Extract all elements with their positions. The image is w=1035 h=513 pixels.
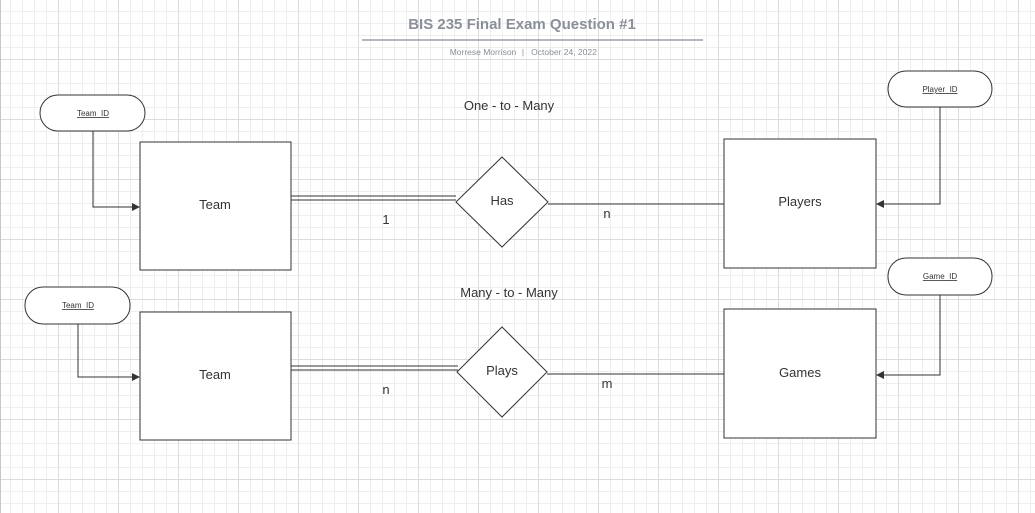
diagram-date: October 24, 2022	[531, 47, 597, 57]
one-to-many-label: One - to - Many	[464, 98, 555, 113]
plays-relationship[interactable]	[456, 326, 548, 418]
has-relationship[interactable]	[455, 156, 549, 248]
team-id-connector-top	[92, 131, 132, 208]
player-id-connector	[884, 107, 941, 205]
games-entity[interactable]	[723, 308, 877, 439]
arrow-head-icon	[132, 203, 140, 211]
team-entity-top[interactable]	[139, 141, 292, 271]
games-entity-label: Games	[779, 365, 821, 380]
arrow-head-icon	[876, 200, 884, 208]
cardinality-one: 1	[382, 212, 389, 227]
cardinality-m: m	[602, 376, 613, 391]
player-id-attribute-label: Player_ID	[922, 85, 957, 94]
team-entity-bottom[interactable]	[139, 311, 292, 441]
plays-relationship-label: Plays	[486, 363, 518, 378]
players-entity-label: Players	[778, 194, 822, 209]
game-id-connector	[884, 295, 941, 376]
has-relationship-label: Has	[490, 193, 514, 208]
subtitle-separator: |	[522, 47, 524, 57]
diagram-title: BIS 235 Final Exam Question #1	[408, 16, 636, 33]
arrow-head-icon	[876, 371, 884, 379]
players-entity[interactable]	[723, 138, 877, 269]
team-entity-bottom-label: Team	[199, 367, 231, 382]
team-entity-top-label: Team	[199, 197, 231, 212]
team-id-attribute-top-label: Team_ID	[77, 109, 109, 118]
author-name: Morrese Morrison	[450, 47, 517, 57]
arrow-head-icon	[132, 373, 140, 381]
many-to-many-label: Many - to - Many	[460, 285, 558, 300]
team-id-connector-bottom	[77, 324, 132, 378]
game-id-attribute-label: Game_ID	[923, 272, 957, 281]
team-id-attribute-bottom-label: Team_ID	[62, 301, 94, 310]
cardinality-n-bottom: n	[382, 382, 389, 397]
cardinality-n-top: n	[603, 206, 610, 221]
